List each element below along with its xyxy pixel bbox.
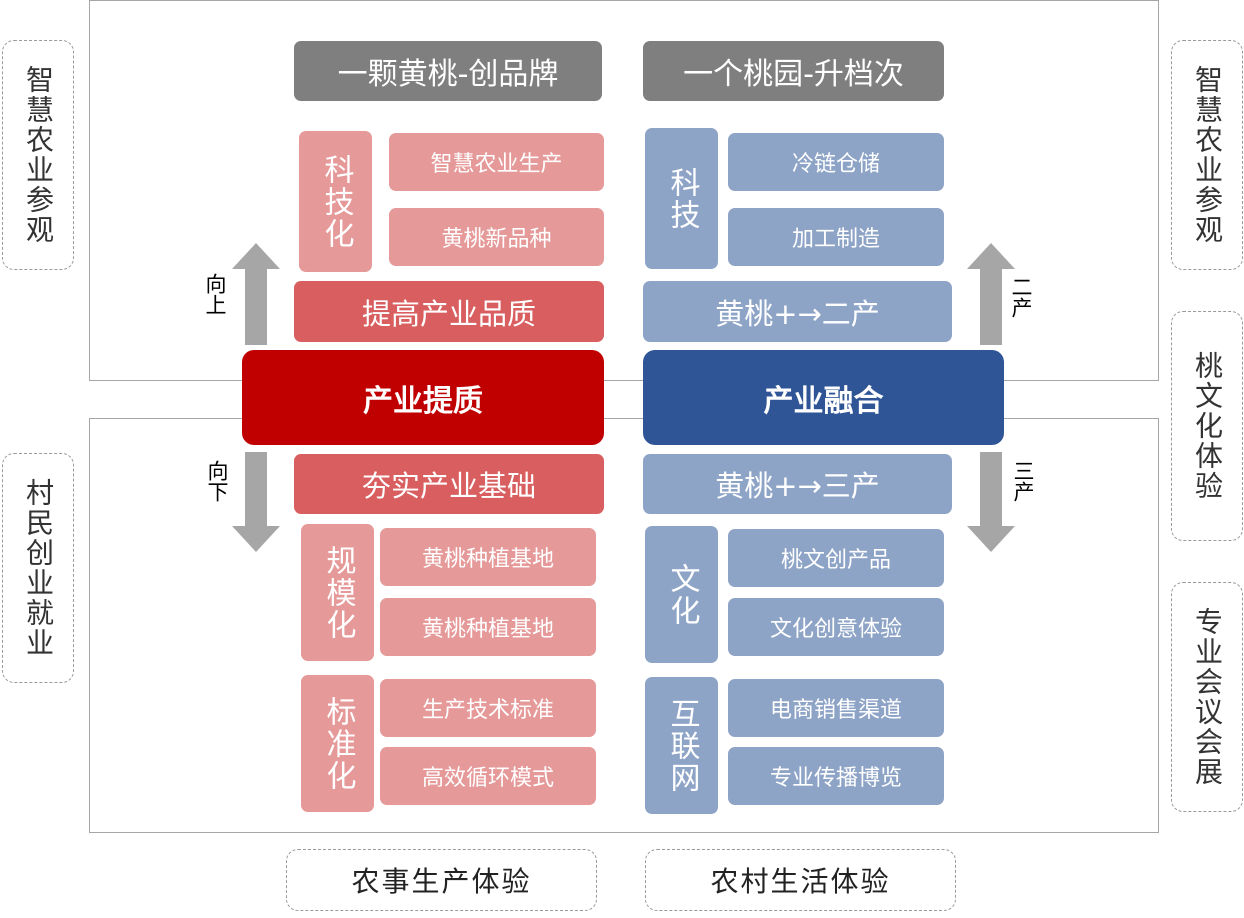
side-left-1: 智慧农业参观 bbox=[2, 40, 74, 270]
right-lower-g1-item-2: 文化创意体验 bbox=[728, 598, 944, 656]
right-lower-g1-item-1: 桃文创产品 bbox=[728, 529, 944, 587]
left-down-arrow bbox=[232, 452, 280, 552]
left-down-label: 向下 bbox=[205, 460, 229, 502]
right-lower-g2-item-1: 电商销售渠道 bbox=[728, 679, 944, 737]
side-left-2: 村民创业就业 bbox=[2, 453, 74, 683]
right-up-arrow bbox=[967, 243, 1015, 345]
bottom-label-2: 农村生活体验 bbox=[645, 849, 956, 911]
right-lower-category-1: 文化 bbox=[645, 526, 718, 663]
core-left: 产业提质 bbox=[242, 350, 604, 445]
core-right: 产业融合 bbox=[643, 350, 1004, 445]
right-down-arrow bbox=[967, 452, 1015, 552]
side-right-1: 智慧农业参观 bbox=[1171, 40, 1243, 270]
top-title-left: 一颗黄桃-创品牌 bbox=[294, 41, 602, 101]
right-upper-category: 科技 bbox=[645, 128, 718, 269]
left-lower-g1-item-2: 黄桃种植基地 bbox=[380, 598, 596, 656]
left-lower-g1-item-1: 黄桃种植基地 bbox=[380, 528, 596, 586]
right-lower-g2-item-2: 专业传播博览 bbox=[728, 747, 944, 805]
right-lower-category-2: 互联网 bbox=[645, 677, 718, 814]
left-lower-g2-item-1: 生产技术标准 bbox=[380, 679, 596, 737]
right-upper-item-1: 冷链仓储 bbox=[728, 133, 944, 191]
left-upper-item-1: 智慧农业生产 bbox=[389, 133, 604, 191]
right-up-label: 二产 bbox=[1009, 276, 1033, 318]
left-up-arrow bbox=[232, 243, 280, 345]
bottom-label-1: 农事生产体验 bbox=[286, 849, 597, 911]
side-right-2: 桃文化体验 bbox=[1171, 311, 1243, 541]
left-upper-category: 科技化 bbox=[299, 131, 372, 272]
top-title-right: 一个桃园-升档次 bbox=[643, 41, 944, 101]
side-right-3: 专业会议会展 bbox=[1171, 582, 1243, 812]
left-up-label: 向上 bbox=[203, 273, 227, 315]
left-lower-bar: 夯实产业基础 bbox=[294, 454, 604, 514]
right-upper-item-2: 加工制造 bbox=[728, 208, 944, 266]
left-upper-bar: 提高产业品质 bbox=[294, 281, 604, 342]
left-lower-category-2: 标准化 bbox=[301, 675, 374, 812]
right-upper-bar: 黄桃+→二产 bbox=[643, 281, 952, 342]
left-lower-category-1: 规模化 bbox=[301, 524, 374, 661]
right-down-label: 三产 bbox=[1011, 460, 1035, 502]
left-lower-g2-item-2: 高效循环模式 bbox=[380, 747, 596, 805]
right-lower-bar: 黄桃+→三产 bbox=[643, 454, 952, 514]
left-upper-item-2: 黄桃新品种 bbox=[389, 208, 604, 266]
